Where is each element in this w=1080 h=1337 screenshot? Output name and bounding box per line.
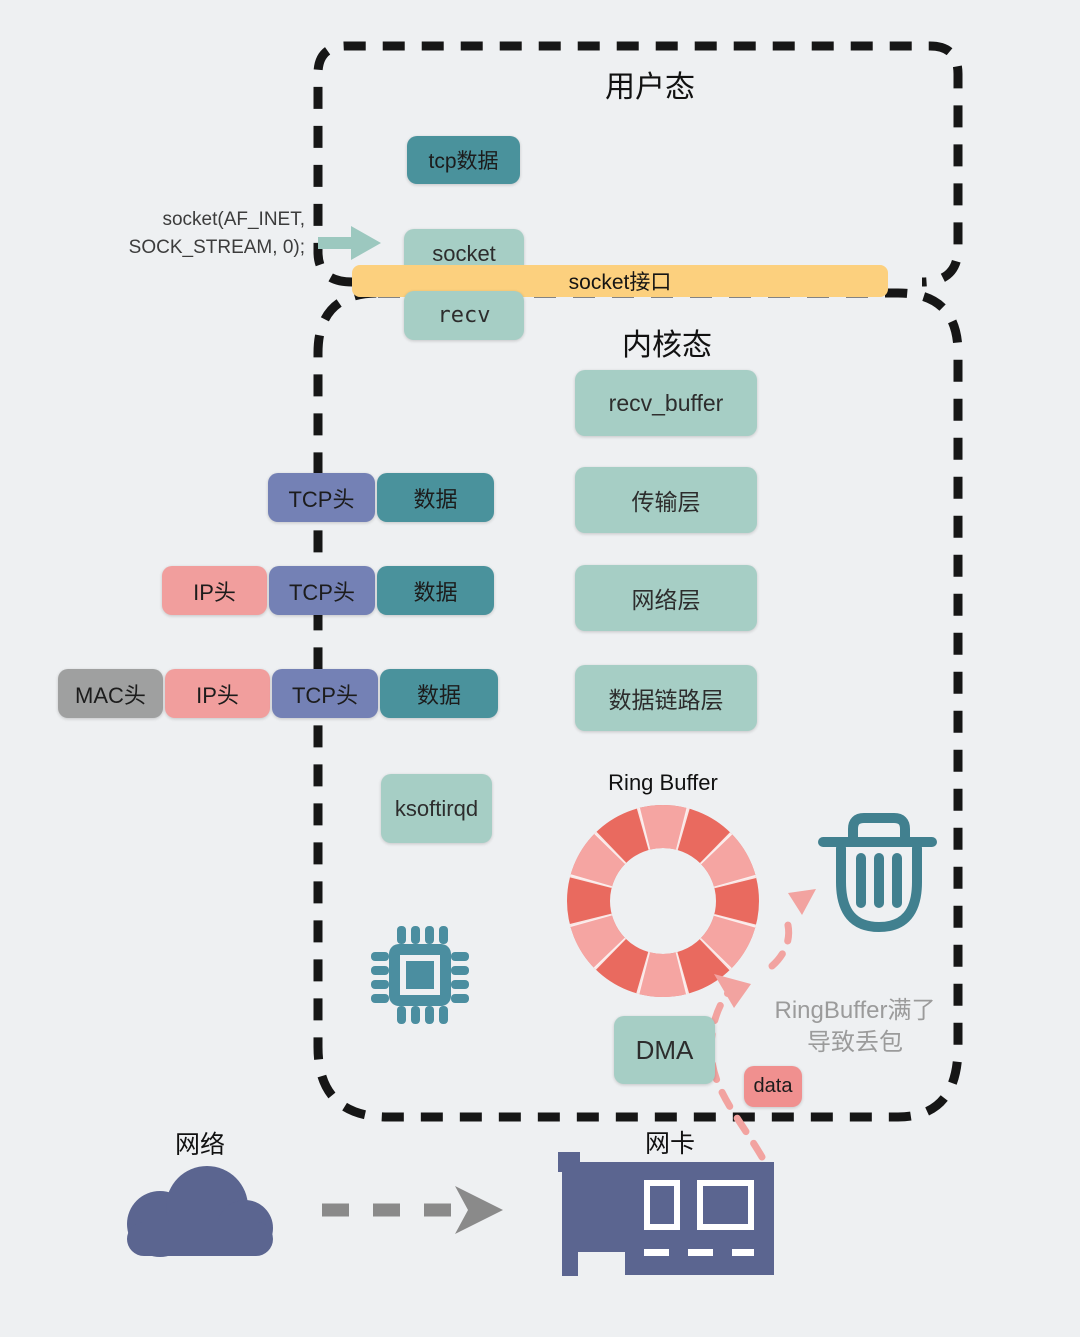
nic-label: 网卡: [644, 1130, 695, 1158]
ring-buffer-donut-icon: [567, 805, 759, 998]
packet-segment-tcp-header: TCP头: [272, 669, 378, 718]
ring-buffer-title: Ring Buffer: [608, 770, 718, 795]
recv-buffer-box: recv_buffer: [575, 370, 757, 436]
network-label: 网络: [174, 1131, 225, 1159]
ringbuffer-full-drop-note: RingBuffer满了 导致丢包: [755, 995, 955, 1060]
packet-segment-data: 数据: [377, 473, 494, 522]
drop-note-line1: RingBuffer满了: [774, 997, 936, 1024]
packet-segment-data: 数据: [377, 566, 494, 615]
syscall-code-label: socket(AF_INET, SOCK_STREAM, 0);: [95, 206, 305, 261]
cpu-icon: [371, 926, 469, 1024]
network-arrowhead: [455, 1186, 503, 1234]
packet-segment-ip-header: IP头: [162, 566, 267, 615]
user-space-dashed-border: [313, 41, 963, 287]
arrowhead-to-ringbuffer: [714, 974, 751, 1008]
packet-segment-mac-header: MAC头: [58, 669, 163, 718]
arrowhead-to-trash: [788, 889, 816, 915]
nic-icon: [558, 1152, 774, 1276]
tcp-data-box: tcp数据: [407, 136, 520, 184]
datalink-layer-box: 数据链路层: [575, 665, 757, 731]
packet-segment-tcp-header: TCP头: [268, 473, 375, 522]
network-layer-box: 网络层: [575, 565, 757, 631]
ksoftirqd-box: ksoftirqd: [381, 774, 492, 843]
trash-icon: [818, 813, 937, 933]
syscall-arrow-icon: [318, 226, 381, 260]
dma-box: DMA: [614, 1016, 715, 1084]
packet-segment-tcp-header: TCP头: [269, 566, 375, 615]
packet-segment-ip-header: IP头: [165, 669, 270, 718]
packet-segment-data: 数据: [380, 669, 498, 718]
kernel-space-title: 内核态: [622, 329, 712, 362]
syscall-line2: SOCK_STREAM, 0);: [128, 236, 305, 258]
data-packet-box: data: [744, 1066, 802, 1107]
user-space-title: 用户态: [605, 71, 695, 104]
drop-path-dashed-arrows: [707, 910, 793, 1161]
network-cloud-icon: [127, 1166, 273, 1257]
transport-layer-box: 传输层: [575, 467, 757, 533]
recv-box: recv: [404, 291, 524, 340]
drop-note-line2: 导致丢包: [807, 1029, 903, 1057]
syscall-line1: socket(AF_INET,: [162, 209, 305, 230]
